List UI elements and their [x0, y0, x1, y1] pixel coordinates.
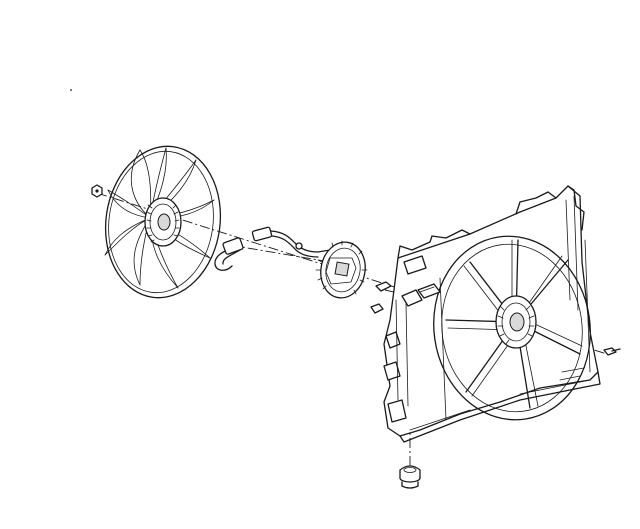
- fan-motor: [315, 240, 368, 299]
- shroud-bolt: [603, 347, 621, 356]
- fan-wiring-harness: [214, 226, 331, 271]
- shroud-grommet: [399, 465, 421, 489]
- fan-shroud: [383, 185, 601, 443]
- fan-retaining-nut: [91, 184, 103, 198]
- stray-mark: [70, 89, 72, 91]
- fan-blade-assembly: [104, 145, 222, 299]
- harness-clip: [370, 281, 392, 314]
